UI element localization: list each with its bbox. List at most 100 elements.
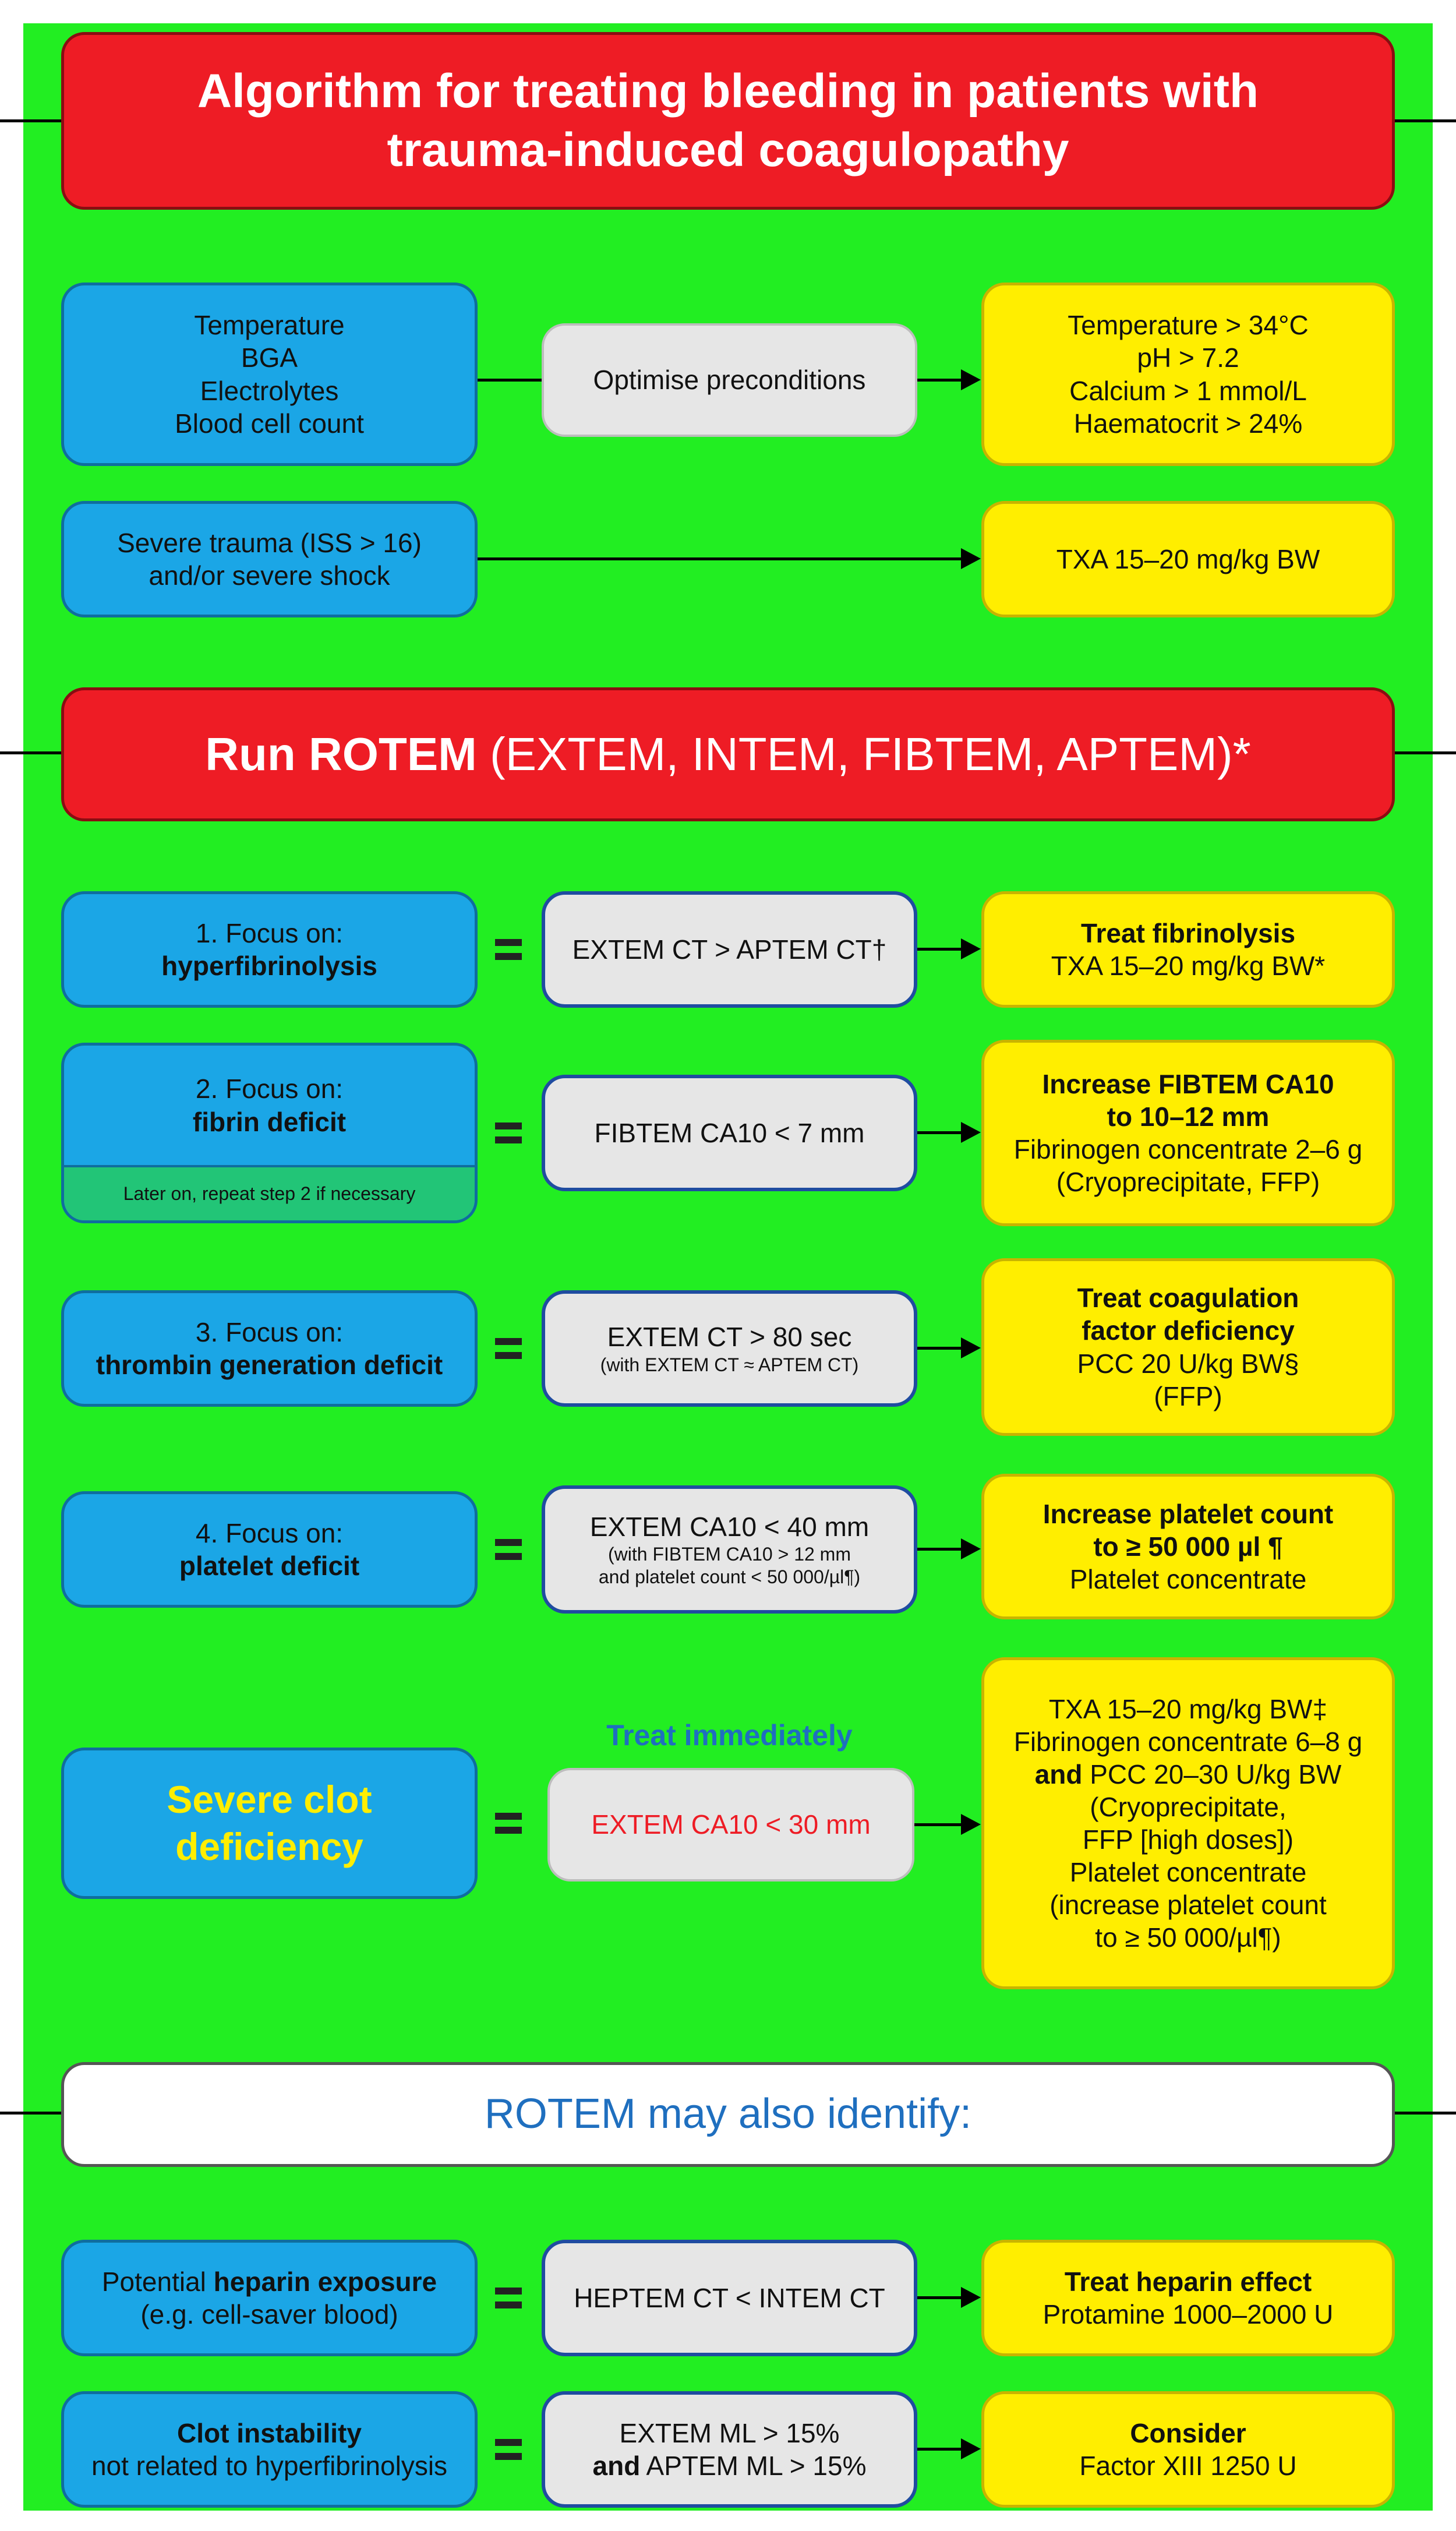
step-2-treatment-title-2: to 10–12 mm bbox=[1107, 1101, 1270, 1132]
clot-test-box: EXTEM ML > 15% and APTEM ML > 15% bbox=[542, 2391, 917, 2508]
heparin-exposure: heparin exposure bbox=[213, 2266, 437, 2297]
step-4-test-note-2: and platelet count < 50 000/µl¶) bbox=[598, 1566, 861, 1588]
severe-treatment-platelet-note-2: to ≥ 50 000/µl¶) bbox=[1095, 1922, 1281, 1953]
arrow-icon bbox=[961, 1337, 981, 1358]
severe-test-box: EXTEM CA10 < 30 mm bbox=[547, 1768, 914, 1882]
connector bbox=[917, 948, 976, 951]
connector bbox=[917, 2448, 976, 2451]
arrow-icon bbox=[961, 369, 981, 390]
severe-treatment-pcc: and PCC 20–30 U/kg BW bbox=[1035, 1758, 1342, 1791]
step-3-focus: thrombin generation deficit bbox=[96, 1350, 443, 1380]
check-blood-cell-count: Blood cell count bbox=[175, 408, 364, 439]
also-identify-label: ROTEM may also identify: bbox=[484, 2091, 972, 2138]
step-1-focus: hyperfibrinolysis bbox=[161, 951, 377, 981]
step-1-treatment-box: Treat fibrinolysis TXA 15–20 mg/kg BW* bbox=[981, 891, 1395, 1008]
connector bbox=[917, 1131, 976, 1134]
connector bbox=[914, 1823, 976, 1826]
arrow-icon bbox=[961, 548, 981, 569]
step-3-number: 3. Focus on: bbox=[195, 1316, 344, 1347]
pcc-label: PCC 20–30 U/kg BW bbox=[1082, 1759, 1342, 1789]
step-1-number: 1. Focus on: bbox=[195, 917, 344, 948]
clot-treatment: Factor XIII 1250 U bbox=[1079, 2451, 1297, 2481]
target-temperature: Temperature > 34°C bbox=[1068, 310, 1309, 341]
heparin-prefix: Potential bbox=[101, 2266, 214, 2297]
heparin-test: HEPTEM CT < INTEM CT bbox=[574, 2282, 885, 2313]
severe-test: EXTEM CA10 < 30 mm bbox=[591, 1809, 871, 1840]
target-ph: pH > 7.2 bbox=[1137, 343, 1239, 373]
arrow-icon bbox=[961, 2438, 981, 2459]
step-2-treatment-title-1: Increase FIBTEM CA10 bbox=[1042, 1068, 1334, 1099]
step-3-treatment-title-1: Treat coagulation bbox=[1077, 1283, 1299, 1314]
step-4-test-note-1: (with FIBTEM CA10 > 12 mm bbox=[608, 1544, 851, 1565]
step-3-treatment-1: PCC 20 U/kg BW§ bbox=[1077, 1348, 1299, 1379]
severe-treatment-fibrinogen: Fibrinogen concentrate 6–8 g bbox=[1013, 1726, 1363, 1757]
precondition-targets-box: Temperature > 34°C pH > 7.2 Calcium > 1 … bbox=[981, 283, 1395, 466]
step-4-focus: platelet deficit bbox=[179, 1551, 360, 1581]
step-3-treatment-box: Treat coagulation factor deficiency PCC … bbox=[981, 1258, 1395, 1436]
precondition-checks-box: Temperature BGA Electrolytes Blood cell … bbox=[61, 283, 478, 466]
step-4-treatment-title-1: Increase platelet count bbox=[1042, 1498, 1334, 1529]
trauma-treatment: TXA 15–20 mg/kg BW bbox=[1056, 543, 1320, 574]
connector bbox=[478, 557, 976, 560]
target-haematocrit: Haematocrit > 24% bbox=[1073, 408, 1303, 439]
severe-treatment-txa: TXA 15–20 mg/kg BW‡ bbox=[1048, 1693, 1328, 1724]
clot-aptem: APTEM ML > 15% bbox=[640, 2451, 867, 2481]
step-1-treatment: TXA 15–20 mg/kg BW* bbox=[1051, 951, 1326, 981]
step-2-treatment-2: (Cryoprecipitate, FFP) bbox=[1056, 1167, 1320, 1198]
also-identify-banner: ROTEM may also identify: bbox=[61, 2062, 1395, 2167]
severe-treatment-box: TXA 15–20 mg/kg BW‡ Fibrinogen concentra… bbox=[981, 1657, 1395, 1989]
connector bbox=[917, 379, 976, 382]
severe-treatment-cryo: (Cryoprecipitate, bbox=[1090, 1791, 1287, 1822]
step-4-test-box: EXTEM CA10 < 40 mm (with FIBTEM CA10 > 1… bbox=[542, 1485, 917, 1614]
severe-treatment-ffp: FFP [high doses]) bbox=[1082, 1824, 1294, 1855]
arrow-icon bbox=[961, 938, 981, 959]
step-4-focus-box: 4. Focus on: platelet deficit bbox=[61, 1491, 478, 1608]
heparin-line-1: Potential heparin exposure bbox=[102, 2265, 437, 2298]
heparin-treatment: Protamine 1000–2000 U bbox=[1042, 2299, 1334, 2329]
severe-clot-label-2: deficiency bbox=[175, 1825, 363, 1868]
check-bga: BGA bbox=[241, 343, 298, 373]
treat-immediately-label: Treat immediately bbox=[606, 1719, 853, 1752]
step-1-test: EXTEM CT > APTEM CT† bbox=[572, 934, 887, 965]
step-4-number: 4. Focus on: bbox=[195, 1517, 344, 1548]
severe-treatment-platelet: Platelet concentrate bbox=[1069, 1857, 1307, 1888]
step-3-treatment-title-2: factor deficiency bbox=[1082, 1315, 1295, 1346]
severe-trauma-box: Severe trauma (ISS > 16) and/or severe s… bbox=[61, 501, 478, 617]
step-2-test: FIBTEM CA10 < 7 mm bbox=[594, 1117, 865, 1148]
step-2-focus-box: 2. Focus on: fibrin deficit Later on, re… bbox=[61, 1043, 478, 1223]
heparin-box: Potential heparin exposure (e.g. cell-sa… bbox=[61, 2240, 478, 2356]
step-2-focus: fibrin deficit bbox=[192, 1106, 347, 1137]
step-1-test-box: EXTEM CT > APTEM CT† bbox=[542, 891, 917, 1008]
severe-clot-box: Severe clot deficiency bbox=[61, 1748, 478, 1899]
severe-clot-label-1: Severe clot bbox=[167, 1778, 372, 1822]
optimise-preconditions-box: Optimise preconditions bbox=[542, 323, 917, 437]
trauma-line-2: and/or severe shock bbox=[149, 560, 390, 591]
step-3-focus-box: 3. Focus on: thrombin generation deficit bbox=[61, 1290, 478, 1407]
clot-and: and bbox=[592, 2451, 641, 2481]
step-1-treatment-title: Treat fibrinolysis bbox=[1080, 917, 1296, 948]
clot-test-1: EXTEM ML > 15% bbox=[619, 2417, 840, 2448]
heparin-treatment-box: Treat heparin effect Protamine 1000–2000… bbox=[981, 2240, 1395, 2356]
step-3-treatment-2: (FFP) bbox=[1154, 1381, 1222, 1411]
step-4-treatment-1: Platelet concentrate bbox=[1069, 1564, 1307, 1595]
severe-treatment-platelet-note-1: (increase platelet count bbox=[1049, 1890, 1327, 1921]
arrow-icon bbox=[961, 1122, 981, 1143]
connector bbox=[478, 379, 542, 382]
arrow-icon bbox=[961, 1538, 981, 1559]
clot-test-2: and APTEM ML > 15% bbox=[593, 2449, 867, 2482]
target-calcium: Calcium > 1 mmol/L bbox=[1069, 375, 1307, 406]
clot-instability-title: Clot instability bbox=[177, 2417, 362, 2448]
optimise-label: Optimise preconditions bbox=[593, 365, 866, 396]
connector bbox=[917, 1548, 976, 1551]
clot-treatment-title: Consider bbox=[1130, 2417, 1246, 2448]
run-rotem-label: Run ROTEM bbox=[205, 728, 477, 781]
step-2-repeat-note: Later on, repeat step 2 if necessary bbox=[64, 1165, 475, 1220]
check-temperature: Temperature bbox=[194, 310, 345, 341]
step-2-treatment-1: Fibrinogen concentrate 2–6 g bbox=[1013, 1134, 1363, 1164]
step-1-focus-box: 1. Focus on: hyperfibrinolysis bbox=[61, 891, 478, 1008]
clot-treatment-box: Consider Factor XIII 1250 U bbox=[981, 2391, 1395, 2508]
step-4-treatment-box: Increase platelet count to ≥ 50 000 µl ¶… bbox=[981, 1474, 1395, 1619]
step-2-treatment-box: Increase FIBTEM CA10 to 10–12 mm Fibrino… bbox=[981, 1040, 1395, 1226]
title-line-1: Algorithm for treating bleeding in patie… bbox=[197, 65, 1259, 118]
connector bbox=[917, 2296, 976, 2299]
